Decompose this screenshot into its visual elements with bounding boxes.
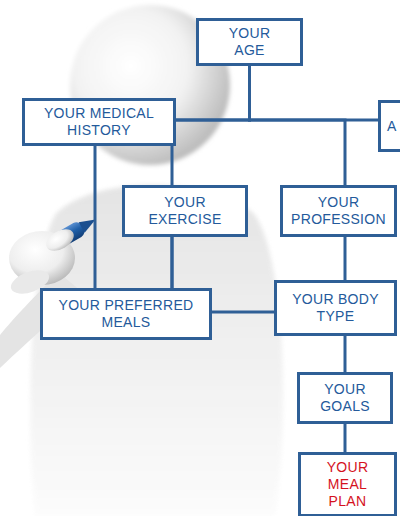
process-box: YOUR MEDICAL HISTORY	[22, 98, 176, 146]
box-label: YOUR BODY TYPE	[284, 291, 387, 325]
process-box: YOUR PROFESSION	[280, 185, 397, 237]
connector-line	[176, 66, 250, 120]
box-label: YOUR EXERCISE	[148, 194, 221, 228]
box-label: YOUR AGE	[229, 25, 271, 59]
process-box: YOUR GOALS	[297, 372, 393, 424]
process-box: YOUR EXERCISE	[122, 185, 248, 237]
connector-line	[172, 66, 250, 185]
figure-body	[30, 185, 283, 516]
box-label: YOUR MEAL PLAN	[308, 459, 387, 510]
process-box: YOUR MEAL PLAN	[298, 452, 397, 516]
connector-line	[344, 336, 347, 372]
connector-line	[250, 66, 379, 120]
connector-line	[94, 146, 97, 288]
process-box: YOUR AGE	[196, 18, 303, 66]
box-label: YOUR MEDICAL HISTORY	[32, 105, 166, 139]
connector-line	[250, 66, 346, 185]
connector-line	[344, 237, 347, 280]
box-label: A	[387, 118, 397, 135]
process-box: YOUR BODY TYPE	[274, 280, 397, 336]
process-box: A	[378, 100, 400, 152]
connector-line	[344, 424, 347, 452]
figure-thumb	[43, 225, 78, 256]
box-label: YOUR PREFERRED MEALS	[50, 297, 202, 331]
process-box: YOUR PREFERRED MEALS	[40, 288, 212, 340]
box-label: YOUR PROFESSION	[291, 194, 386, 228]
box-label: YOUR GOALS	[320, 381, 370, 415]
